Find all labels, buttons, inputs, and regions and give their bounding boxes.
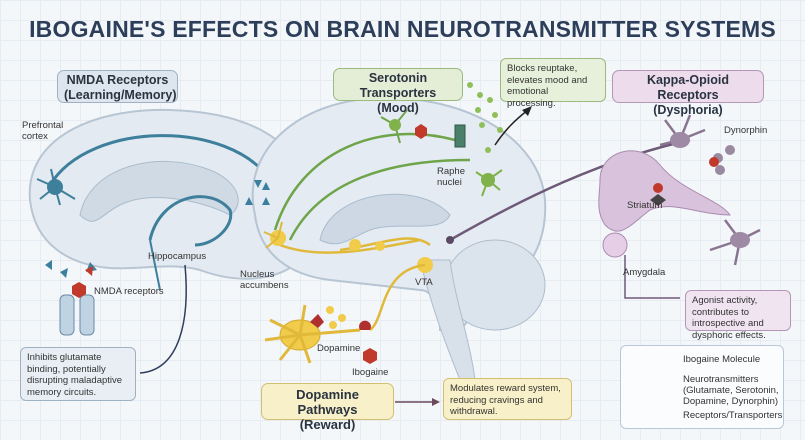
dopamine-subtitle: (Reward)	[299, 417, 356, 432]
page-title: IBOGAINE'S EFFECTS ON BRAIN NEUROTRANSMI…	[29, 16, 776, 42]
dopamine-neuron	[264, 304, 377, 364]
dopamine-section-label: Dopamine Pathways (Reward)	[261, 383, 394, 432]
ibogaine-molecule-icon	[363, 348, 377, 364]
serotonin-section-label: Serotonin Transporters (Mood)	[333, 68, 463, 115]
serotonin-subtitle: (Mood)	[377, 101, 419, 115]
right-brain-limbic	[598, 114, 761, 299]
serotonin-note: Blocks reuptake, elevates mood and emoti…	[500, 58, 606, 109]
left-brain-sagittal	[28, 108, 301, 291]
label-hippocampus: Hippocampus	[148, 251, 207, 262]
label-vta: VTA	[415, 277, 433, 288]
nmda-subtitle: (Learning/Memory)	[64, 88, 177, 102]
nmda-title: NMDA Receptors	[66, 73, 169, 87]
label-nmda-receptors: NMDA receptors	[94, 286, 164, 297]
label-raphe-nuclei: Raphe nuclei	[437, 166, 465, 188]
kappa-note: Agonist activity, contributes to introsp…	[685, 290, 791, 341]
dopamine-title: Dopamine Pathways	[296, 387, 359, 417]
arrow-head-icon	[522, 106, 532, 116]
kappa-title: Kappa-Opioid Receptors	[647, 73, 729, 102]
kappa-subtitle: (Dysphoria)	[653, 103, 723, 117]
label-nucleus-accumbens: Nucleus accumbens	[240, 269, 289, 291]
dopamine-note: Modulates reward system, reducing cravin…	[443, 378, 572, 420]
label-ibogaine: Ibogaine	[352, 367, 389, 378]
serotonin-molecules	[467, 82, 503, 153]
label-striatum: Striatum	[627, 200, 663, 211]
legend-neurotransmitters: Neurotransmitters (Glutamate, Serotonin,…	[683, 374, 779, 407]
label-dynorphin: Dynorphin	[724, 125, 768, 136]
label-prefrontal-cortex: Prefrontal cortex	[22, 120, 64, 142]
legend: Ibogaine Molecule Neurotransmitters (Glu…	[620, 345, 784, 429]
nmda-note: Inhibits glutamate binding, potentially …	[20, 347, 136, 401]
legend-receptors: Receptors/Transporters	[683, 410, 783, 421]
arrow-nmda-note	[139, 264, 187, 374]
label-dopamine: Dopamine	[317, 343, 361, 354]
kappa-section-label: Kappa-Opioid Receptors (Dysphoria)	[612, 70, 764, 117]
label-amygdala: Amygdala	[623, 267, 666, 278]
nmda-section-label: NMDA Receptors (Learning/Memory)	[57, 70, 178, 103]
ibogaine-molecule-icon	[72, 282, 86, 298]
serotonin-title: Serotonin Transporters	[359, 71, 437, 100]
central-brain-sagittal	[245, 96, 691, 381]
nmda-receptor-icon	[45, 260, 97, 336]
legend-ibogaine: Ibogaine Molecule	[683, 354, 761, 365]
